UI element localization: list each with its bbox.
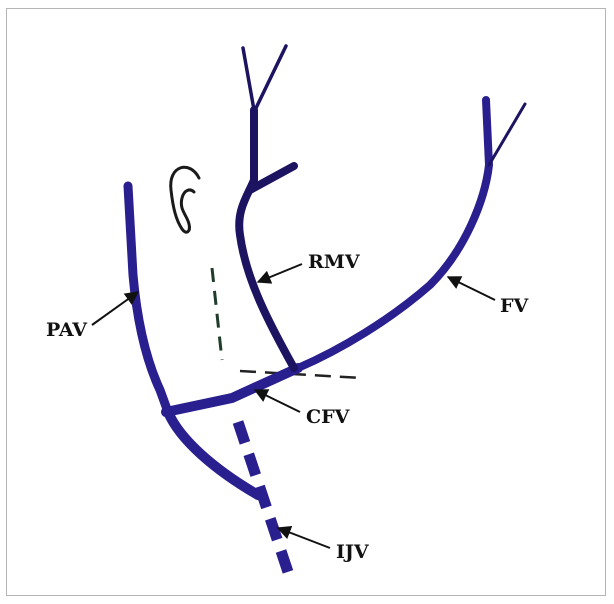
fv-arrow <box>448 277 495 300</box>
rmv-label: RMV <box>308 251 361 273</box>
cfv-label: CFV <box>306 406 351 428</box>
retromandibular-vein <box>239 110 294 368</box>
pav-arrow <box>92 292 138 325</box>
dashed-vertical-line <box>212 268 222 360</box>
dashed-horizontal-line <box>240 371 362 378</box>
retromandibular-vein-fork-right <box>256 46 286 108</box>
cfv-arrow <box>255 390 300 412</box>
rmv-arrow <box>258 264 302 282</box>
posterior-auricular-vein <box>128 186 168 412</box>
internal-jugular-vein <box>238 422 290 578</box>
retromandibular-vein-fork-left <box>243 48 254 110</box>
facial-vein-tributary <box>489 104 525 165</box>
ijv-arrow <box>278 528 330 548</box>
facial-vein <box>298 100 489 368</box>
ear-outline <box>171 167 199 232</box>
ijv-label: IJV <box>336 541 370 563</box>
fv-label: FV <box>500 295 529 317</box>
pav-label: PAV <box>46 319 88 341</box>
common-facial-vein <box>166 368 298 412</box>
